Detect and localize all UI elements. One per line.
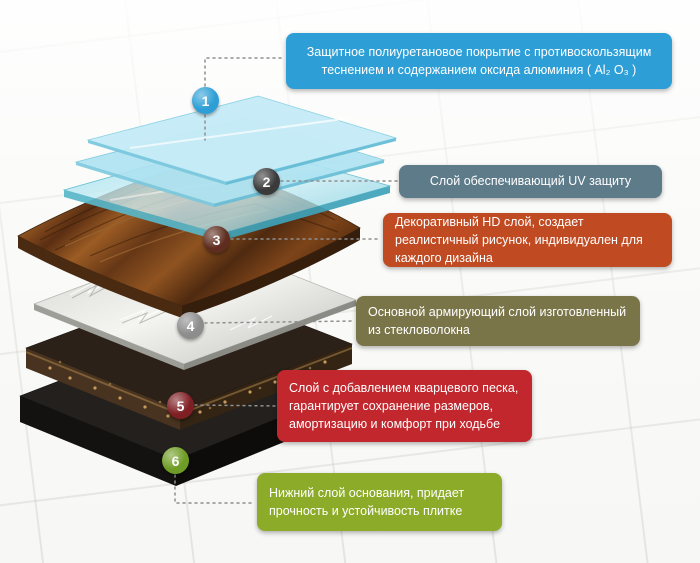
layer-1-badge: 1: [192, 87, 219, 114]
connector-line-5: [194, 404, 276, 407]
layer-2-callout-text: Слой обеспечивающий UV защиту: [429, 174, 632, 189]
connector-line-1: [204, 57, 285, 87]
layer-4-badge: 4: [177, 312, 204, 339]
layer-1-number: 1: [201, 92, 210, 109]
layer-6-badge: 6: [162, 447, 189, 474]
layer-1-callout: Защитное полиуретановое покрытие с проти…: [286, 33, 672, 89]
layer-2-callout: Слой обеспечивающий UV защиту: [399, 165, 662, 198]
layer-6-number: 6: [171, 452, 180, 469]
layer-5-badge: 5: [167, 392, 194, 419]
layer-2-number: 2: [262, 173, 271, 190]
layer-3-badge: 3: [203, 226, 230, 253]
layer-6-callout: Нижний слой основания, придает прочность…: [257, 473, 502, 531]
layer-5-number: 5: [176, 397, 185, 414]
layer-3-callout: Декоративный HD слой, создает реалистичн…: [383, 213, 672, 267]
layer-4-callout: Основной армирующий слой изготовленный и…: [356, 296, 640, 346]
layer-1-callout-text: Защитное полиуретановое покрытие с проти…: [306, 44, 652, 77]
layer-5-callout: Слой с добавлением кварцевого песка, гар…: [277, 370, 532, 442]
layer-3-number: 3: [212, 231, 221, 248]
layer-6-callout-text: Нижний слой основания, придает прочность…: [269, 485, 465, 518]
layer-2-badge: 2: [253, 168, 280, 195]
layer-4-number: 4: [186, 317, 195, 334]
connector-line-6: [174, 474, 256, 504]
layer-3-callout-text: Декоративный HD слой, создает реалистичн…: [395, 214, 643, 266]
connector-line-4: [204, 320, 355, 324]
layer-4-callout-text: Основной армирующий слой изготовленный и…: [368, 304, 627, 337]
layer-5-callout-text: Слой с добавлением кварцевого песка, гар…: [289, 380, 519, 432]
